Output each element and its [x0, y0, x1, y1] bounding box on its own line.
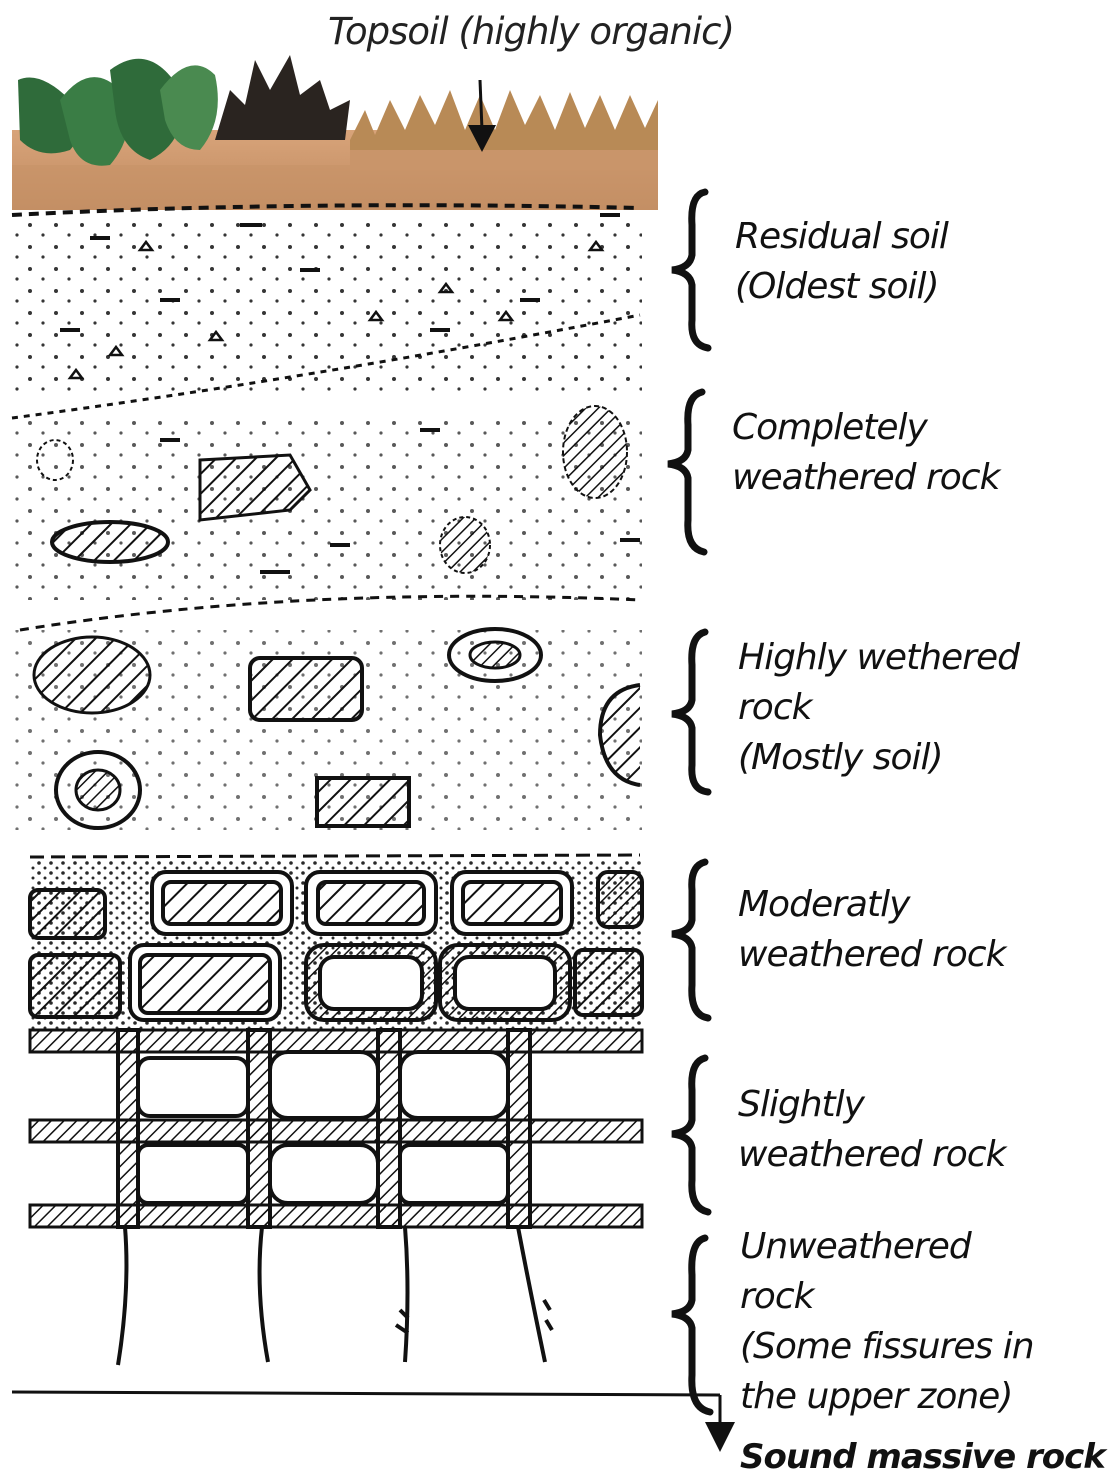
layer-braces: [668, 192, 710, 1412]
completely-weathered-rock-layer: [12, 406, 642, 630]
label-completely-weathered-rock: Completely weathered rock: [732, 403, 999, 503]
sound-rock-arrow: [705, 1395, 735, 1452]
label-line: Residual soil: [735, 212, 948, 262]
label-line: the upper zone): [740, 1372, 1034, 1422]
label-line: weathered rock: [738, 1130, 1005, 1180]
label-residual-soil: Residual soil (Oldest soil): [735, 212, 948, 312]
label-unweathered-rock: Unweathered rock (Some fissures in the u…: [740, 1222, 1034, 1422]
label-line: (Some fissures in: [740, 1322, 1034, 1372]
label-line: weathered rock: [738, 930, 1005, 980]
label-highly-weathered-rock: Highly wethered rock (Mostly soil): [738, 633, 1019, 783]
label-line: rock: [738, 683, 1019, 733]
label-line: weathered rock: [732, 453, 999, 503]
label-slightly-weathered-rock: Slightly weathered rock: [738, 1080, 1005, 1180]
label-line: (Oldest soil): [735, 262, 948, 312]
topsoil-label: Topsoil (highly organic): [328, 10, 734, 53]
highly-weathered-rock-layer: [12, 629, 642, 830]
label-sound-massive-rock: Sound massive rock: [740, 1432, 1105, 1482]
label-line: (Mostly soil): [738, 733, 1019, 783]
label-line: Moderatly: [738, 880, 1005, 930]
label-line: Unweathered: [740, 1222, 1034, 1272]
topsoil-illustration: [12, 55, 658, 210]
moderately-weathered-rock-layer: [30, 855, 642, 1030]
label-line: rock: [740, 1272, 1034, 1322]
label-line: Highly wethered: [738, 633, 1019, 683]
label-line: Slightly: [738, 1080, 1005, 1130]
unweathered-rock-layer: [12, 1227, 720, 1395]
label-moderately-weathered-rock: Moderatly weathered rock: [738, 880, 1005, 980]
label-line: Completely: [732, 403, 999, 453]
residual-soil-layer: [12, 205, 642, 418]
slightly-weathered-rock-layer: [30, 1030, 642, 1227]
